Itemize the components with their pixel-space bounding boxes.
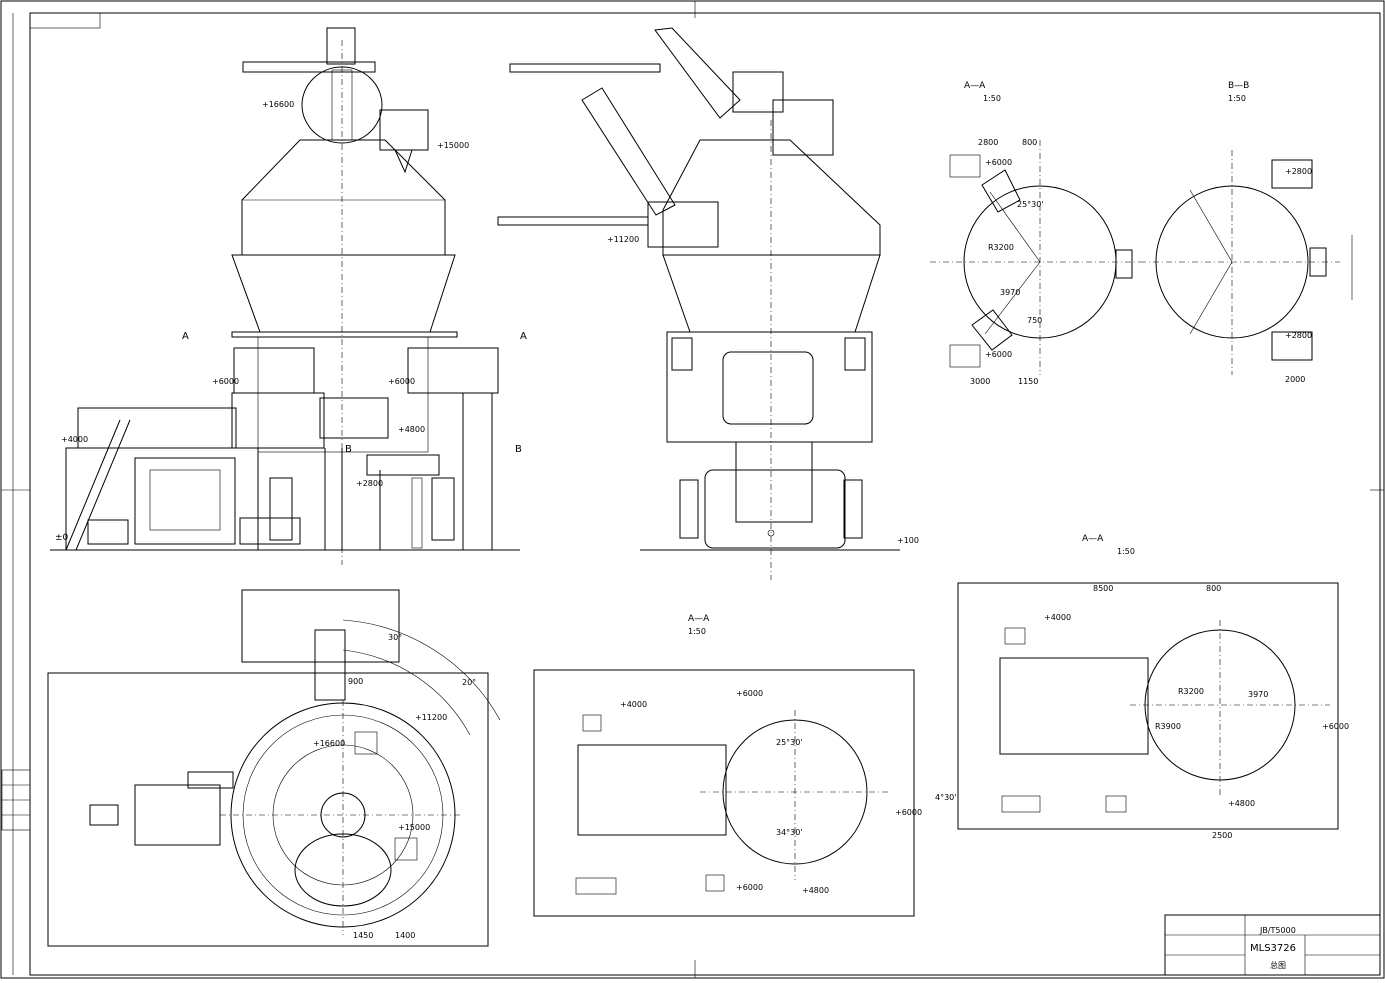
aa-top-dim-4: 25°30': [1017, 200, 1044, 209]
elev-zero: ±0: [55, 533, 69, 543]
section-aa-right-view: A—A 1:50 +4000 +6000 +4800 8500 800 R320…: [957, 534, 1349, 840]
section-bb-view: B—B 1:50 +2800 +2800 2000: [1140, 81, 1353, 384]
view-aa-top-title: A—A: [964, 81, 986, 91]
plan-dim-20: 20°: [462, 678, 476, 687]
aa-right-elev-6000: +6000: [1322, 722, 1349, 731]
elev-4800: +4800: [398, 425, 425, 434]
plan-dim-11200: +11200: [415, 713, 447, 722]
aa-right-dim-r3900: R3900: [1155, 722, 1181, 731]
aa-mid-dim-4: 4°30': [935, 793, 956, 802]
elev-6000-left: +6000: [212, 377, 239, 386]
plan-view: +16600 +15000 30° 20° 900 +11200 1450 14…: [47, 589, 501, 947]
title-model: MLS3726: [1250, 943, 1296, 954]
title-sheet-label: 总图: [1270, 960, 1286, 970]
aa-mid-dim-25: 25°30': [776, 738, 803, 747]
view-bb-title: B—B: [1228, 81, 1249, 91]
aa-top-dim-5: R3200: [988, 243, 1014, 252]
aa-top-elev-top: +6000: [985, 158, 1012, 167]
elev-6000-right: +6000: [388, 377, 415, 386]
bb-elev-top: +2800: [1285, 167, 1312, 176]
section-b-right: B: [515, 444, 522, 455]
elev-4000: +4000: [61, 435, 88, 444]
aa-mid-elev-6000-right: +6000: [895, 808, 922, 817]
elev-11200: +11200: [607, 235, 639, 244]
bb-dim-3: 2000: [1285, 375, 1305, 384]
side-elevation-view: [50, 27, 520, 565]
plan-elev-15000: +15000: [398, 823, 430, 832]
view-aa-mid-scale: 1:50: [688, 627, 706, 636]
section-b-left: B: [345, 444, 352, 455]
view-aa-mid-title: A—A: [688, 614, 710, 624]
elev-100: +100: [897, 536, 919, 545]
aa-right-dim-800: 800: [1206, 584, 1221, 593]
title-block: JB/T5000 MLS3726 总图: [1164, 914, 1381, 976]
section-aa-mid-view: A—A 1:50 +4000 +6000 +6000 +6000 +4800 2…: [533, 614, 956, 917]
aa-top-dim-8: 750: [1027, 316, 1042, 325]
aa-mid-elev-4800: +4800: [802, 886, 829, 895]
plan-dim-1400: 1400: [395, 931, 415, 940]
front-elevation-view: [497, 27, 900, 580]
section-a-right: A: [520, 331, 527, 342]
elevation-labels-front: +11200 +100: [607, 235, 919, 545]
view-aa-right-title: A—A: [1082, 534, 1104, 544]
aa-right-dim-8500: 8500: [1093, 584, 1113, 593]
title-subtitle: JB/T5000: [1259, 926, 1296, 935]
aa-top-elev-bottom: +6000: [985, 350, 1012, 359]
aa-top-dim-10: 3000: [970, 377, 990, 386]
plan-dim-900: 900: [348, 677, 363, 686]
view-aa-top-scale: 1:50: [983, 94, 1001, 103]
aa-mid-elev-4000: +4000: [620, 700, 647, 709]
bb-elev-bottom: +2800: [1285, 331, 1312, 340]
elev-15000: +15000: [437, 141, 469, 150]
aa-mid-dim-34: 34°30': [776, 828, 803, 837]
aa-right-elev-4000: +4000: [1044, 613, 1071, 622]
view-aa-right-scale: 1:50: [1117, 547, 1135, 556]
view-bb-scale: 1:50: [1228, 94, 1246, 103]
aa-top-dim-6: 3970: [1000, 288, 1020, 297]
plan-elev-16600: +16600: [313, 739, 345, 748]
aa-top-dim-11: 1150: [1018, 377, 1038, 386]
elevation-labels-side: +16600 +15000 +6000 +6000 +4800 +4000 +2…: [55, 100, 527, 543]
aa-right-elev-4800: +4800: [1228, 799, 1255, 808]
aa-right-dim-3970: 3970: [1248, 690, 1268, 699]
aa-right-dim-r3200: R3200: [1178, 687, 1204, 696]
plan-dim-30: 30°: [388, 633, 402, 642]
aa-right-dim-2500: 2500: [1212, 831, 1232, 840]
elev-2800: +2800: [356, 479, 383, 488]
aa-top-dim-0: 2800: [978, 138, 998, 147]
aa-mid-elev-6000-top: +6000: [736, 689, 763, 698]
section-aa-top-view: A—A 1:50 +6000 +6000 2800 800 25°30' R32…: [930, 81, 1140, 386]
elev-16600: +16600: [262, 100, 294, 109]
section-a-left: A: [182, 331, 189, 342]
plan-dim-1450: 1450: [353, 931, 373, 940]
aa-mid-elev-6000-bottom: +6000: [736, 883, 763, 892]
aa-top-dim-1: 800: [1022, 138, 1037, 147]
